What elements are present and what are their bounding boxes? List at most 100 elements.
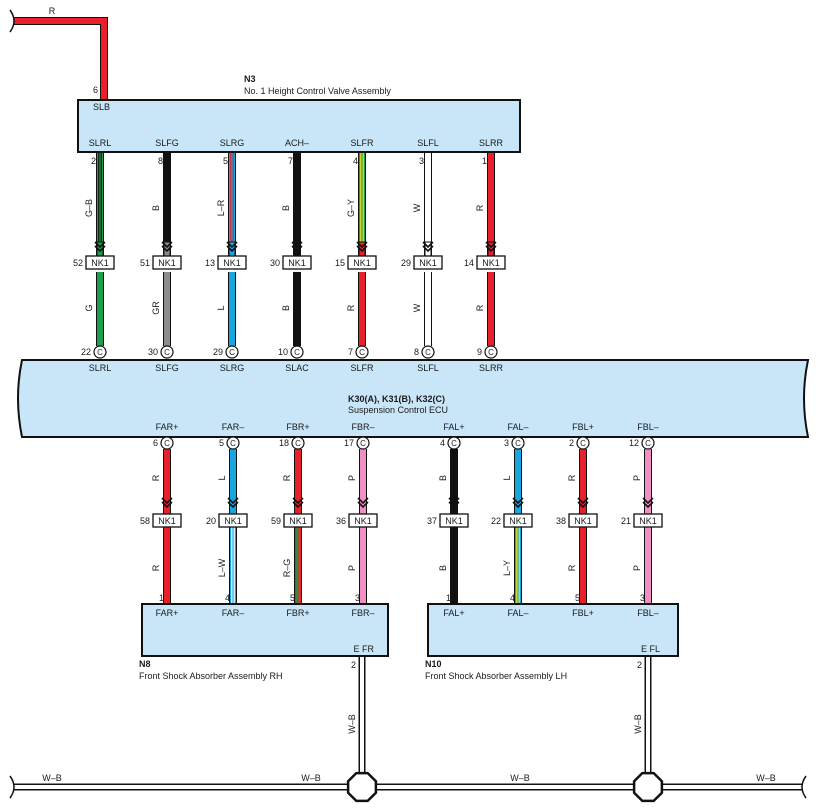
ecu-terminal-label: FBR– xyxy=(351,422,374,432)
valve-terminal-label: SLRR xyxy=(479,138,504,148)
junction-connector xyxy=(348,513,378,528)
ecu-connector-letter: C xyxy=(294,348,300,357)
ecu-connector-circle xyxy=(290,345,304,359)
wire-color-code: R xyxy=(151,474,161,481)
ground-junction-icon xyxy=(346,771,378,803)
ecu-pin: 8 xyxy=(414,347,419,357)
shock-wire-lower xyxy=(514,527,522,604)
junction-connector xyxy=(282,255,312,270)
junction-label: NK1 xyxy=(639,516,657,526)
ecu-pin: 18 xyxy=(279,438,289,448)
wire-color-code: GR xyxy=(151,301,161,315)
ecu-pin: 29 xyxy=(213,347,223,357)
ecu-pin: 5 xyxy=(219,438,224,448)
valve-terminal-label: SLFG xyxy=(155,138,179,148)
components-layer xyxy=(17,99,810,657)
shock-id: N8 xyxy=(139,659,151,669)
n3-id: N3 xyxy=(244,74,256,84)
junction-pin: 30 xyxy=(270,258,280,268)
ground-wire-code: W–B xyxy=(633,714,643,734)
ecu-connector-circle xyxy=(355,345,369,359)
valve-terminal-pin: 3 xyxy=(419,156,424,166)
junction-label: NK1 xyxy=(91,258,109,268)
valve-terminal-label: SLFL xyxy=(417,138,439,148)
ecu-connector-letter: C xyxy=(488,348,494,357)
shock-pin: 3 xyxy=(355,593,360,603)
wire-break-icon xyxy=(9,9,15,33)
junction-connector xyxy=(217,255,247,270)
ground-pin: 2 xyxy=(351,660,356,670)
wire-color-code: B xyxy=(438,565,448,571)
valve-wire-upper xyxy=(228,152,236,256)
wire-color-code: L xyxy=(502,475,512,480)
ecu-pin: 22 xyxy=(81,347,91,357)
ecu-connector-letter: C xyxy=(164,348,170,357)
junction-pin: 59 xyxy=(271,516,281,526)
junction-pin: 58 xyxy=(140,516,150,526)
wire-color-code: R xyxy=(282,474,292,481)
valve-terminal-pin: 8 xyxy=(158,156,163,166)
junction-connector xyxy=(283,513,313,528)
wire-color-code: W xyxy=(412,303,422,312)
valve-terminal-label: SLRL xyxy=(89,138,112,148)
shock-wire-lower xyxy=(294,527,302,604)
wire-color-code: P xyxy=(347,475,357,481)
junction-connector xyxy=(633,513,663,528)
junction-label: NK1 xyxy=(574,516,592,526)
shock-terminal-label: FAL– xyxy=(507,608,528,618)
ecu-terminal-label: SLFR xyxy=(350,363,374,373)
shock-pin: 3 xyxy=(640,593,645,603)
junction-label: NK1 xyxy=(289,516,307,526)
shock-name: Front Shock Absorber Assembly RH xyxy=(139,671,283,681)
valve-wire-upper xyxy=(358,152,366,256)
ecu-connector-circle xyxy=(576,436,590,450)
shock-id: N10 xyxy=(425,659,442,669)
ecu-pin: 30 xyxy=(148,347,158,357)
junction-label: NK1 xyxy=(354,516,372,526)
ground-bus-code: W–B xyxy=(510,773,530,783)
ecu-terminal-label: FAR+ xyxy=(156,422,179,432)
ecu-connector-letter: C xyxy=(515,439,521,448)
wire-color-code: L–R xyxy=(216,199,226,216)
ground-junction-icon xyxy=(632,771,664,803)
valve-wire-upper xyxy=(96,152,104,256)
ecu-connector-letter: C xyxy=(295,439,301,448)
ecu-connector-letter: C xyxy=(359,348,365,357)
ecu-connector-circle xyxy=(226,436,240,450)
junction-pin: 37 xyxy=(427,516,437,526)
top-wire-color-code: R xyxy=(49,6,56,16)
valve-terminal-pin: 4 xyxy=(353,156,358,166)
junction-pin: 14 xyxy=(464,258,474,268)
ecu-connector-circle xyxy=(93,345,107,359)
slb-pin: 6 xyxy=(93,85,98,95)
wire-color-code: R xyxy=(475,204,485,211)
junction-label: NK1 xyxy=(158,258,176,268)
ecu-pin: 4 xyxy=(440,438,445,448)
junction-connector xyxy=(152,513,182,528)
shock-pin: 5 xyxy=(575,593,580,603)
shock-pin: 5 xyxy=(290,593,295,603)
ecu-pin: 9 xyxy=(477,347,482,357)
junction-connector xyxy=(152,255,182,270)
ecu-connector-letter: C xyxy=(97,348,103,357)
ecu-connector-circle xyxy=(160,345,174,359)
wire-color-code: B xyxy=(438,475,448,481)
junction-label: NK1 xyxy=(288,258,306,268)
ecu-connector-letter: C xyxy=(425,348,431,357)
valve-terminal-pin: 7 xyxy=(288,156,293,166)
valve-terminal-label: ACH– xyxy=(285,138,309,148)
junction-label: NK1 xyxy=(445,516,463,526)
junction-pin: 22 xyxy=(491,516,501,526)
wire-color-code: W xyxy=(412,203,422,212)
suspension-ecu-box xyxy=(17,359,810,438)
shock-pin: 4 xyxy=(510,593,515,603)
shock-terminal-label: FBR+ xyxy=(286,608,309,618)
shock-terminal-label: FAR– xyxy=(222,608,245,618)
junction-label: NK1 xyxy=(419,258,437,268)
wire-color-code: L xyxy=(216,305,226,310)
junction-pin: 36 xyxy=(336,516,346,526)
wire-color-code: B xyxy=(151,205,161,211)
ecu-terminal-label: SLAC xyxy=(285,363,309,373)
